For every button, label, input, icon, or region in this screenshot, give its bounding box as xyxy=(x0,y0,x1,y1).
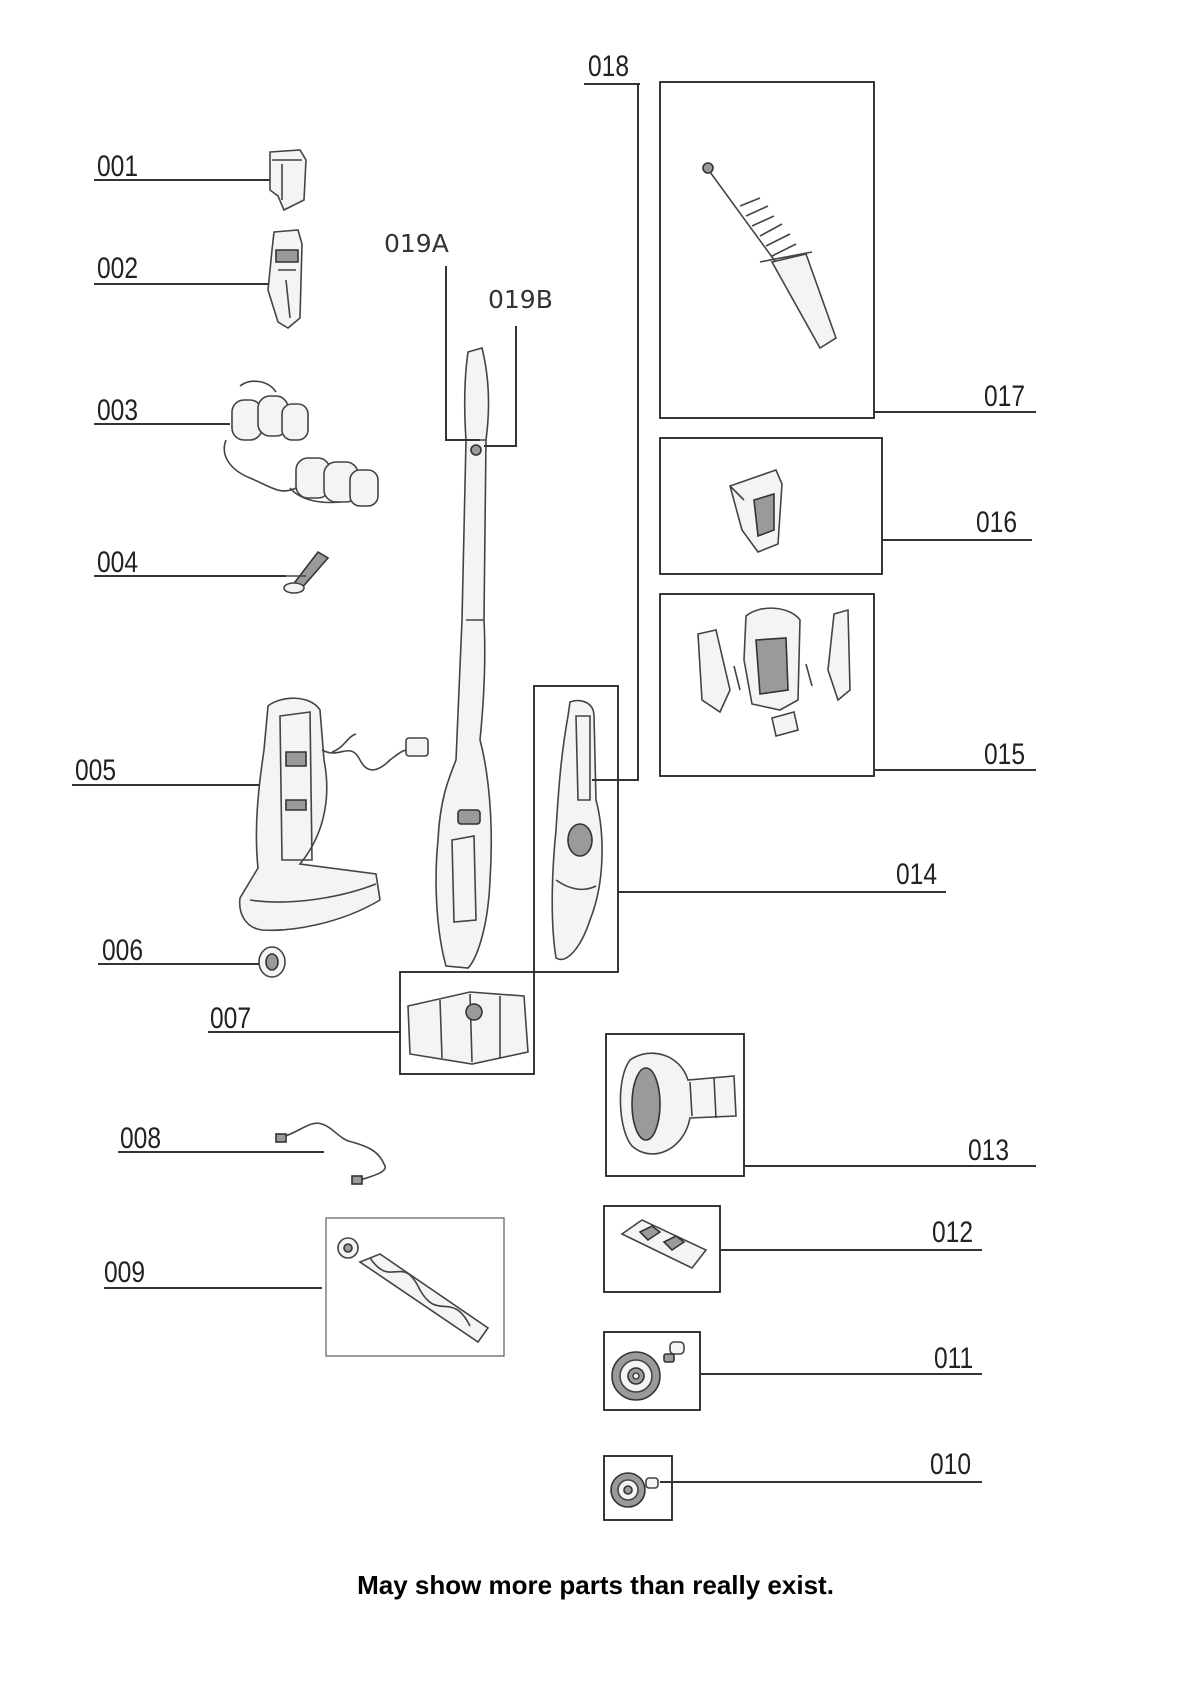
part-018: 018 xyxy=(584,49,640,781)
label-016: 016 xyxy=(976,505,1017,539)
part-013-frame xyxy=(605,1033,745,1177)
label-019a: 019A xyxy=(384,229,449,258)
part-007: 007 xyxy=(208,971,535,1075)
part-007-drawing xyxy=(407,991,529,1065)
part-015-frame xyxy=(659,593,875,777)
part-003-drawing xyxy=(223,380,379,507)
part-004-drawing xyxy=(283,550,330,594)
part-015-drawing xyxy=(697,607,851,737)
label-004: 004 xyxy=(97,545,138,579)
part-017-frame xyxy=(659,81,875,419)
label-011: 011 xyxy=(934,1341,973,1375)
part-005: 005 xyxy=(72,697,429,932)
main-vacuum-assembly xyxy=(435,347,493,969)
part-010-drawing xyxy=(610,1472,659,1508)
label-009: 009 xyxy=(104,1255,145,1289)
part-014-frame xyxy=(533,685,619,973)
part-017: 017 xyxy=(659,81,1036,419)
part-019a: 019A xyxy=(384,229,480,441)
part-009-drawing xyxy=(337,1237,490,1344)
part-002-drawing xyxy=(267,229,303,329)
part-005-drawing xyxy=(238,697,429,932)
part-016-drawing xyxy=(729,468,783,553)
part-012-drawing xyxy=(620,1219,708,1270)
part-009: 009 xyxy=(104,1217,505,1357)
label-018: 018 xyxy=(588,49,629,83)
label-005: 005 xyxy=(75,753,116,787)
part-002: 002 xyxy=(94,229,303,329)
part-013-drawing xyxy=(619,1052,737,1155)
part-001-drawing xyxy=(269,149,307,212)
part-003: 003 xyxy=(94,380,379,507)
part-011-drawing xyxy=(611,1341,685,1401)
part-014: 014 xyxy=(533,685,946,973)
leader-019a xyxy=(445,266,480,441)
label-008: 008 xyxy=(120,1121,161,1155)
part-019b: 019B xyxy=(484,285,553,447)
label-006: 006 xyxy=(102,933,143,967)
part-016-frame xyxy=(659,437,883,575)
part-012: 012 xyxy=(603,1205,982,1293)
leader-019b xyxy=(484,326,517,447)
part-008-drawing xyxy=(275,1122,386,1185)
part-011-frame xyxy=(603,1331,701,1411)
part-015: 015 xyxy=(659,593,1036,777)
part-010-frame xyxy=(603,1455,673,1521)
part-007-frame xyxy=(399,971,535,1075)
part-014-drawing xyxy=(551,699,603,961)
part-009-frame xyxy=(325,1217,505,1357)
part-016: 016 xyxy=(659,437,1032,575)
part-008: 008 xyxy=(118,1121,386,1185)
label-014: 014 xyxy=(896,857,937,891)
label-019b: 019B xyxy=(488,285,553,314)
leader-018 xyxy=(592,84,639,781)
label-017: 017 xyxy=(984,379,1025,413)
footnote: May show more parts than really exist. xyxy=(357,1570,834,1600)
part-006-drawing xyxy=(258,946,286,978)
part-011: 011 xyxy=(603,1331,982,1411)
label-007: 007 xyxy=(210,1001,251,1035)
part-006: 006 xyxy=(98,933,286,978)
label-003: 003 xyxy=(97,393,138,427)
label-002: 002 xyxy=(97,251,138,285)
part-010: 010 xyxy=(603,1447,982,1521)
part-004: 004 xyxy=(94,545,330,594)
label-015: 015 xyxy=(984,737,1025,771)
part-001: 001 xyxy=(94,149,307,212)
label-012: 012 xyxy=(932,1215,973,1249)
part-013: 013 xyxy=(605,1033,1036,1177)
label-013: 013 xyxy=(968,1133,1009,1167)
label-001: 001 xyxy=(97,149,138,183)
part-017-drawing xyxy=(702,162,837,350)
label-010: 010 xyxy=(930,1447,971,1481)
